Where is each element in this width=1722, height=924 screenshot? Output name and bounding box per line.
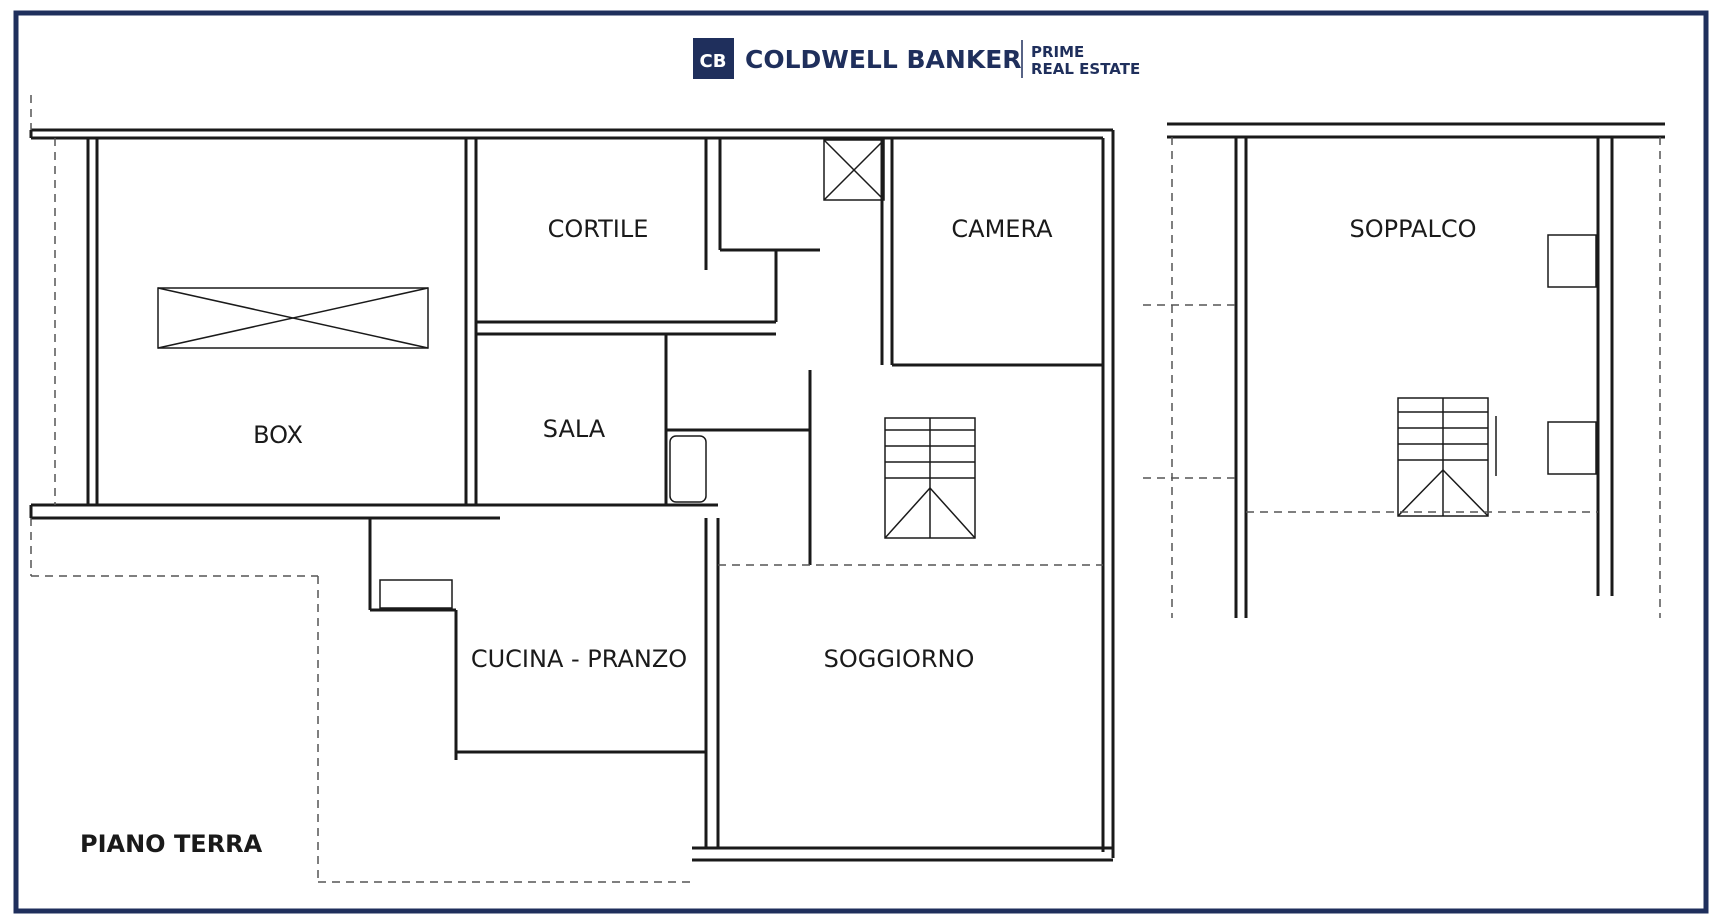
- brand-logo: CB COLDWELL BANKER PRIME REAL ESTATE: [693, 38, 1140, 79]
- floor-label: PIANO TERRA: [80, 830, 263, 858]
- room-label-box: BOX: [253, 421, 303, 449]
- mezzanine-dashed: [1143, 137, 1661, 618]
- brand-name: COLDWELL BANKER: [745, 45, 1022, 74]
- brand-tagline-1: PRIME: [1031, 43, 1084, 61]
- room-label-soppalco: SOPPALCO: [1350, 215, 1477, 243]
- room-label-camera: CAMERA: [951, 215, 1053, 243]
- ground-floor-dashed: [30, 95, 1103, 883]
- room-label-cortile: CORTILE: [548, 215, 649, 243]
- brand-tagline-2: REAL ESTATE: [1031, 60, 1140, 78]
- brand-monogram: CB: [700, 51, 727, 72]
- room-label-soggiorno: SOGGIORNO: [824, 645, 975, 673]
- room-label-cucina-pranzo: CUCINA - PRANZO: [471, 645, 687, 673]
- cb-monogram-icon: [693, 38, 734, 79]
- mezzanine-walls: [1167, 122, 1665, 618]
- room-label-sala: SALA: [543, 415, 606, 443]
- ground-floor-walls: [29, 128, 1115, 862]
- page-border: [13, 10, 1709, 914]
